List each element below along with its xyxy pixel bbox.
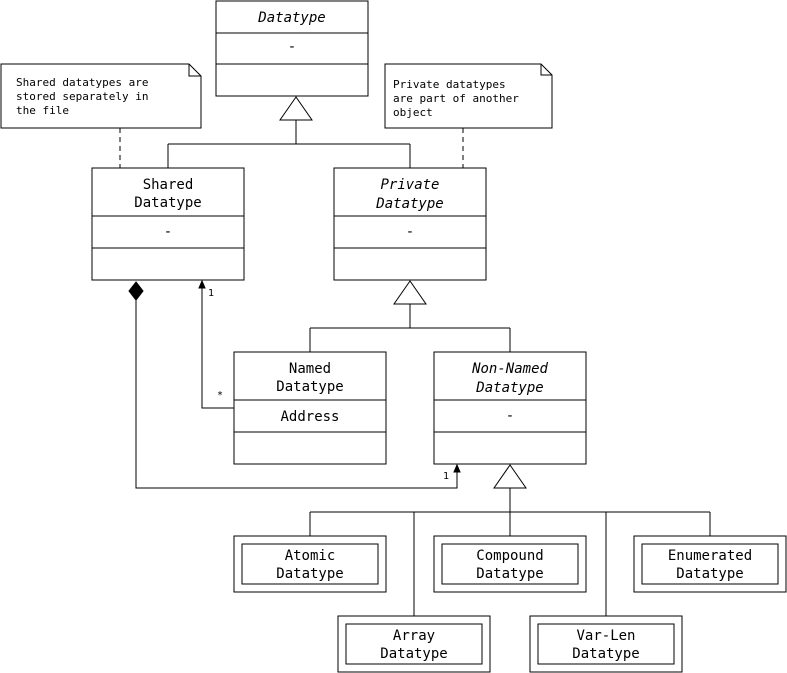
class-enumerated-name-line1: Enumerated bbox=[668, 548, 752, 564]
class-enumerated-name-line2: Datatype bbox=[676, 566, 743, 582]
class-enumerated-datatype: Enumerated Datatype bbox=[633, 535, 787, 593]
class-nonnamed-name-line2: Datatype bbox=[475, 380, 543, 396]
class-named-name-line1: Named bbox=[289, 361, 331, 377]
note-shared-line1: Shared datatypes are bbox=[16, 76, 148, 89]
multiplicity-shared-target: 1 bbox=[208, 288, 214, 299]
class-atomic-name-line1: Atomic bbox=[285, 548, 336, 564]
class-shared-name-line1: Shared bbox=[143, 177, 194, 193]
class-datatype-attr: - bbox=[288, 39, 296, 55]
class-varlen-name-line1: Var-Len bbox=[576, 628, 635, 644]
class-atomic-datatype: Atomic Datatype bbox=[233, 535, 387, 593]
class-nonnamed-datatype: Non-Named Datatype - bbox=[433, 351, 587, 465]
class-shared-attr: - bbox=[164, 224, 172, 240]
generalization-datatype bbox=[167, 96, 411, 168]
class-varlen-datatype: Var-Len Datatype bbox=[529, 615, 683, 673]
association-named-shared: 1 * bbox=[198, 279, 234, 409]
class-private-attr: - bbox=[406, 224, 414, 240]
class-named-attr: Address bbox=[280, 409, 339, 425]
note-private: Private datatypes are part of another ob… bbox=[384, 63, 553, 168]
class-varlen-name-line2: Datatype bbox=[572, 646, 639, 662]
note-private-line1: Private datatypes bbox=[393, 78, 506, 91]
class-shared-datatype: Shared Datatype - bbox=[91, 167, 245, 281]
class-datatype: Datatype - bbox=[215, 0, 369, 97]
note-shared-line2: stored separately in bbox=[16, 90, 148, 103]
multiplicity-nonnamed-target: 1 bbox=[443, 471, 449, 482]
composition-shared-nonnamed: 1 bbox=[128, 281, 461, 489]
note-private-line2: are part of another bbox=[393, 92, 519, 105]
class-compound-name-line1: Compound bbox=[476, 548, 543, 564]
class-named-name-line2: Datatype bbox=[276, 379, 343, 395]
note-shared: Shared datatypes are stored separately i… bbox=[0, 63, 202, 168]
class-nonnamed-name-line1: Non-Named bbox=[471, 361, 548, 377]
class-private-name-line2: Datatype bbox=[375, 196, 443, 212]
class-array-name-line2: Datatype bbox=[380, 646, 447, 662]
generalization-nonnamed bbox=[309, 464, 711, 616]
class-private-name-line1: Private bbox=[380, 177, 439, 193]
class-compound-name-line2: Datatype bbox=[476, 566, 543, 582]
multiplicity-named-source: * bbox=[217, 390, 223, 401]
class-array-datatype: Array Datatype bbox=[337, 615, 491, 673]
generalization-private bbox=[309, 280, 511, 352]
class-datatype-name: Datatype bbox=[257, 10, 325, 26]
class-named-datatype: Named Datatype Address bbox=[233, 351, 387, 465]
class-nonnamed-attr: - bbox=[506, 408, 514, 424]
class-array-name-line1: Array bbox=[393, 628, 435, 644]
class-shared-name-line2: Datatype bbox=[134, 195, 201, 211]
class-atomic-name-line2: Datatype bbox=[276, 566, 343, 582]
class-compound-datatype: Compound Datatype bbox=[433, 535, 587, 593]
note-shared-line3: the file bbox=[16, 104, 69, 117]
class-private-datatype: Private Datatype - bbox=[333, 167, 487, 281]
note-private-line3: object bbox=[393, 106, 433, 119]
